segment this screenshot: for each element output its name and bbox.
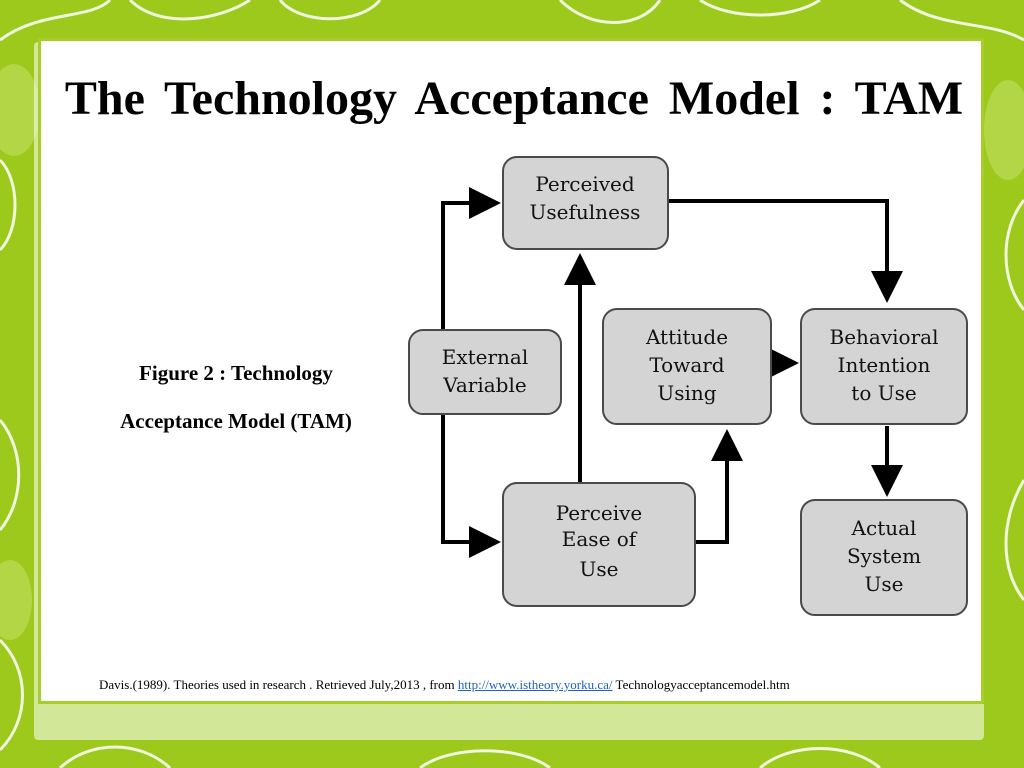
title-container: The Technology Acceptance Model : TAM	[41, 69, 981, 143]
node-text: Usefulness	[530, 200, 641, 224]
node-text: Perceive	[556, 501, 643, 525]
node-text: Perceived	[535, 172, 635, 196]
figure-caption-line-2: Acceptance Model (TAM)	[120, 409, 352, 433]
citation: Davis.(1989). Theories used in research …	[99, 677, 979, 693]
node-perceive-ease-of-use: Perceive Ease of Use	[502, 482, 696, 607]
node-text: System	[847, 544, 921, 568]
arrow-external-to-usefulness	[441, 187, 501, 331]
node-external-variable: External Variable	[408, 329, 562, 415]
node-text: Intention	[838, 353, 931, 377]
node-actual-system-use: Actual System Use	[800, 499, 968, 616]
node-text: Ease of	[562, 527, 638, 551]
node-text: External	[442, 345, 529, 369]
node-text: Use	[580, 557, 619, 581]
slide-title: The Technology Acceptance Model : TAM	[64, 72, 964, 125]
node-text: Using	[657, 381, 716, 405]
node-attitude-toward-using: Attitude Toward Using	[602, 308, 772, 425]
citation-suffix: Technologyacceptancemodel.htm	[615, 677, 790, 692]
arrow-ease-to-attitude	[696, 429, 743, 544]
arrow-external-to-ease	[441, 414, 501, 558]
node-text: Toward	[649, 353, 724, 377]
node-text: to Use	[851, 381, 916, 405]
citation-text: Davis.(1989). Theories used in research …	[99, 677, 455, 692]
node-text: Behavioral	[830, 325, 939, 349]
node-text: Attitude	[645, 325, 728, 349]
node-text: Actual	[851, 516, 917, 540]
figure-caption-line-1: Figure 2 : Technology	[139, 361, 333, 385]
arrow-usefulness-to-intention	[669, 199, 903, 303]
node-text: Variable	[442, 373, 526, 397]
figure-caption: Figure 2 : Technology Acceptance Model (…	[81, 349, 391, 445]
tam-diagram: Perceived Usefulness External Variable A…	[408, 156, 968, 616]
node-perceived-usefulness: Perceived Usefulness	[502, 156, 669, 250]
slide-card: The Technology Acceptance Model : TAM Fi…	[38, 38, 984, 704]
citation-link[interactable]: http://www.istheory.yorku.ca/	[457, 677, 613, 692]
node-text: Use	[865, 572, 904, 596]
node-behavioral-intention: Behavioral Intention to Use	[800, 308, 968, 425]
